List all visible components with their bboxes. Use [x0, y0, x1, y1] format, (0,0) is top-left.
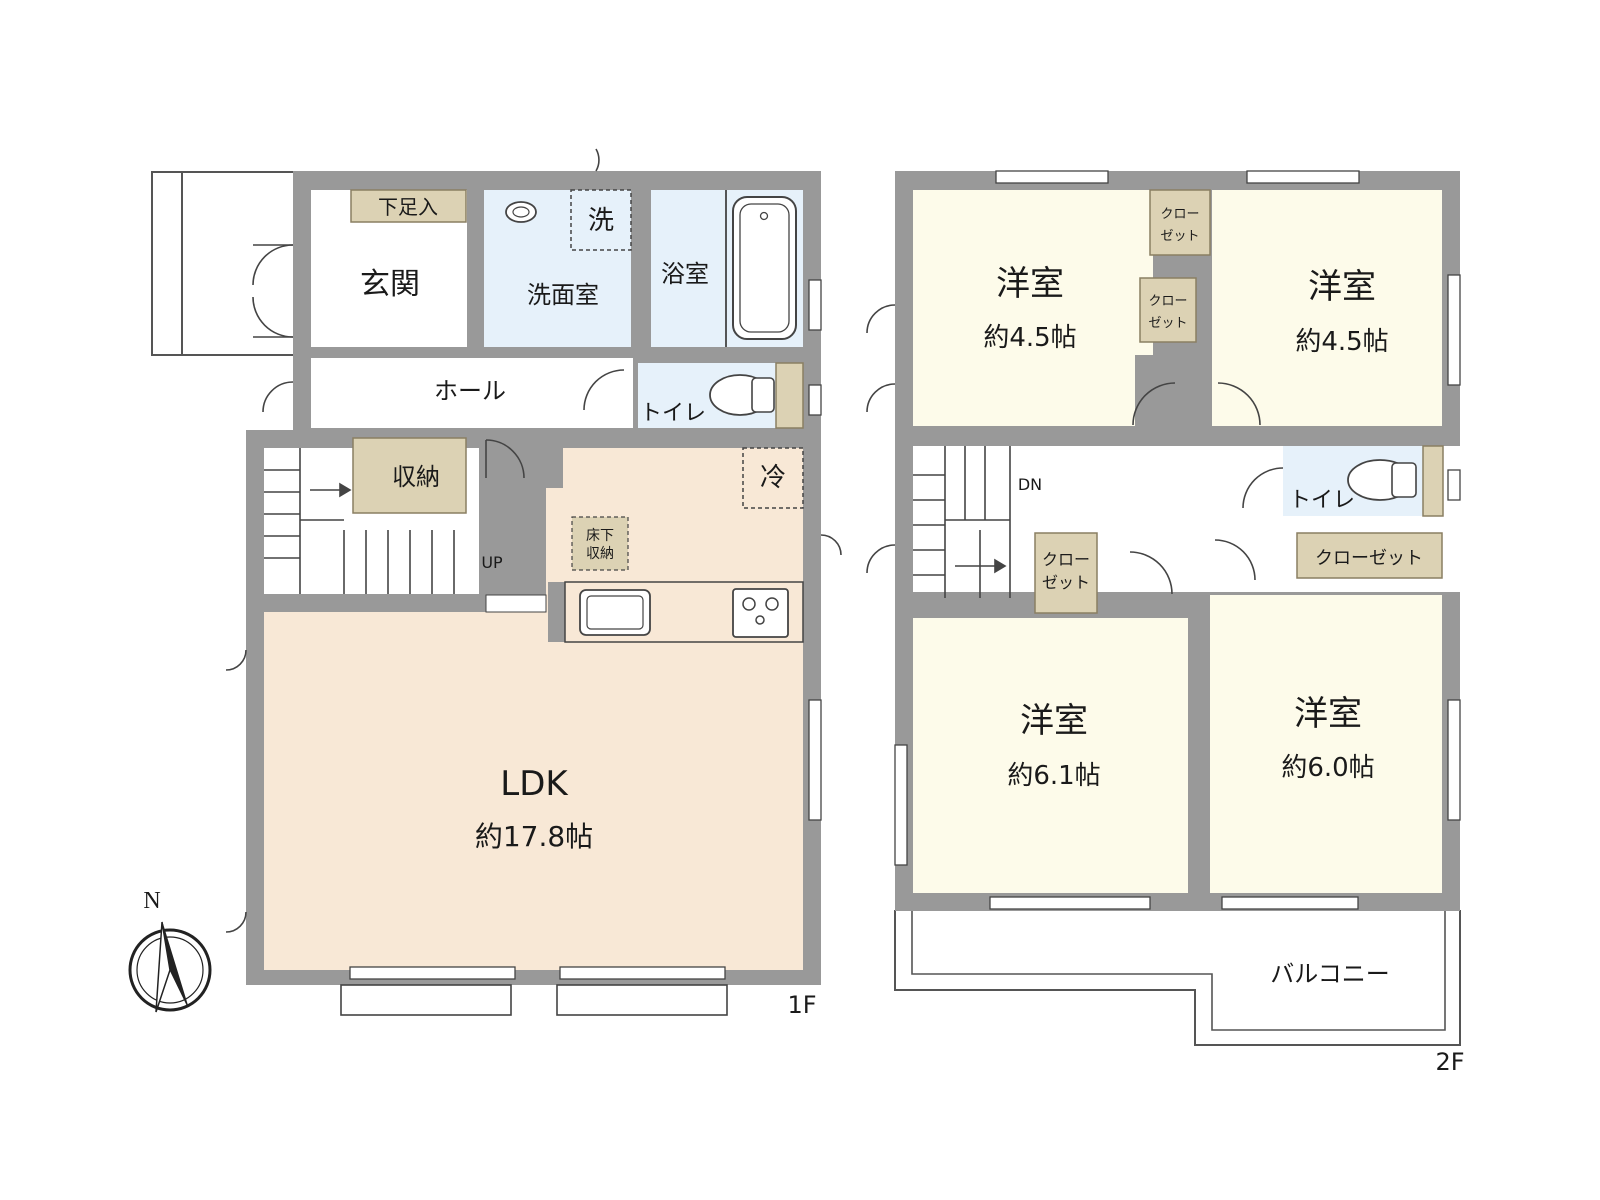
ldk-floor — [264, 448, 803, 970]
shoe-storage — [350, 189, 467, 223]
labels: 下足入 玄関 洗 洗面室 浴室 ホール トイレ 収納 冷 床下 収納 UP LD… — [143, 195, 1464, 1076]
room-ne-size: 約4.5帖 — [1295, 327, 1388, 357]
room-nw — [913, 190, 1135, 426]
floor-1 — [151, 148, 842, 1016]
closet-small-b — [1139, 277, 1197, 343]
room-se — [1210, 595, 1442, 893]
floor-2-label: 2F — [1435, 1048, 1464, 1076]
closet-mid — [1034, 532, 1098, 614]
underfloor-label-1: 床下 — [586, 528, 614, 544]
hall-label: ホール — [434, 377, 506, 405]
room-sw-size: 約6.1帖 — [1007, 761, 1100, 791]
room-nw-label: 洋室 — [996, 264, 1064, 304]
storage-1f-label: 収納 — [392, 463, 440, 491]
north-compass-icon — [128, 921, 212, 1015]
closet-small-a — [1149, 189, 1211, 256]
toilet-1f-label: トイレ — [640, 401, 706, 426]
closet-mid-label-2: ゼット — [1042, 573, 1090, 592]
refrigerator-label: 冷 — [760, 463, 786, 493]
floor-1-label: 1F — [787, 991, 816, 1019]
closet-large — [1296, 532, 1443, 579]
balcony-label: バルコニー — [1270, 960, 1390, 988]
stairs-2f — [913, 446, 1011, 598]
room-ne — [1212, 190, 1442, 426]
balcony-outline — [894, 910, 1461, 1046]
shoe-storage-label: 下足入 — [378, 195, 438, 219]
hall-floor — [311, 358, 633, 428]
stairs-up-label: UP — [481, 553, 503, 572]
storage-1f — [352, 437, 467, 514]
refrigerator-space — [742, 447, 804, 509]
washer-space — [570, 189, 632, 251]
ldk-size-label: 約17.8帖 — [475, 820, 593, 853]
room-sw — [913, 618, 1188, 893]
closet-small-a-label-1: クロー — [1160, 207, 1199, 222]
stove-icon — [732, 588, 789, 638]
genkan-label: 玄関 — [360, 267, 420, 302]
bathroom-label: 浴室 — [661, 260, 709, 288]
bathtub — [732, 196, 797, 340]
closet-large-label: クローゼット — [1315, 548, 1423, 569]
room-se-label: 洋室 — [1294, 694, 1362, 734]
room-nw-size: 約4.5帖 — [983, 323, 1076, 353]
closet-small-a-label-2: ゼット — [1160, 229, 1199, 244]
compass-north-label: N — [143, 888, 160, 914]
underfloor-storage — [571, 516, 629, 571]
room-ne-label: 洋室 — [1308, 267, 1376, 307]
toilet-2f-label: トイレ — [1289, 488, 1355, 513]
closet-mid-label-1: クロー — [1042, 550, 1090, 569]
room-sw-label: 洋室 — [1020, 701, 1088, 741]
stairs-down-label: DN — [1018, 475, 1042, 494]
closet-small-b-label-2: ゼット — [1148, 316, 1187, 331]
washer-label: 洗 — [588, 206, 614, 236]
porch — [151, 171, 295, 356]
sink-icon — [579, 589, 651, 636]
ldk-label: LDK — [500, 764, 569, 804]
floor-2 — [866, 170, 1469, 1046]
room-se-size: 約6.0帖 — [1281, 753, 1374, 783]
closet-small-b-label-1: クロー — [1148, 294, 1187, 309]
underfloor-label-2: 収納 — [586, 546, 614, 562]
washroom-label: 洗面室 — [527, 281, 599, 309]
